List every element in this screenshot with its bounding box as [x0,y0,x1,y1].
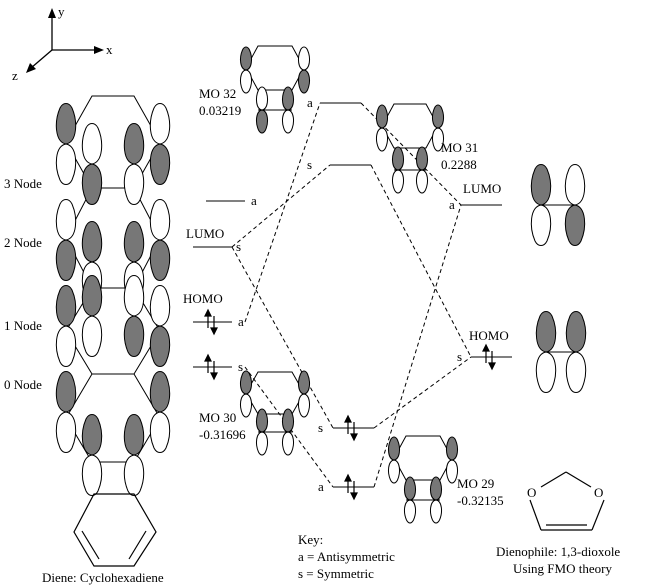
dienophile-caption-1: Dienophile: 1,3-dioxole [496,544,620,559]
complex-sym-mo30: s [318,420,323,435]
dioxole-atom-o-left: O [527,485,536,500]
mo29-name: MO 29 [457,476,494,491]
dienophile-sym-lumo: a [449,197,455,212]
diene-mo-1-node [55,275,171,367]
mo29-energy: -0.32135 [457,493,504,508]
diene-sym-homo: a [238,314,244,329]
axis-z-label: z [12,68,18,83]
node-label-3: 3 Node [4,176,42,191]
dienophile-homo-orbital [535,311,587,393]
mo29-orbital-image [387,435,459,524]
diene-caption: Diene: Cyclohexadiene [42,570,164,585]
complex-mo30-electrons [344,414,358,442]
diene-sym-a3: a [251,193,257,208]
mo31-name: MO 31 [441,140,478,155]
complex-sym-mo31: s [307,157,312,172]
mo31-energy: 0.2288 [441,157,477,172]
diene-sym-lumo: s [236,239,241,254]
cyclohexadiene-structure [73,493,157,567]
mo30-name: MO 30 [199,410,236,425]
dioxole-atom-o-right: O [594,485,603,500]
mo31-orbital-image [375,103,445,194]
mo32-energy: 0.03219 [199,103,241,118]
dienophile-homo-label: HOMO [469,328,509,343]
diene-mo0-electrons [204,353,218,381]
node-label-0: 0 Node [4,377,42,392]
node-label-1: 1 Node [4,318,42,333]
diene-energy-levels [193,200,245,368]
axes-indicator: y x z [12,4,113,83]
key-title: Key: [298,532,323,547]
diene-lumo-label: LUMO [186,226,224,241]
mo30-orbital-image [239,370,311,456]
complex-mo29-electrons [344,473,358,501]
dienophile-lumo-label: LUMO [463,181,501,196]
diene-homo-label: HOMO [183,291,223,306]
diene-homo-electrons [204,308,218,336]
dienophile-homo-electrons [482,343,496,371]
axis-y-label: y [58,4,65,19]
complex-energy-levels [320,102,374,488]
key-antisymmetric: a = Antisymmetric [298,549,395,564]
correlation-lines [231,102,472,488]
dienophile-caption-2: Using FMO theory [513,561,612,576]
dioxole-structure [529,471,605,531]
dienophile-lumo-orbital [530,164,586,246]
node-label-2: 2 Node [4,235,42,250]
mo32-orbital-image [239,45,311,134]
mo30-energy: -0.31696 [199,427,246,442]
diene-mo-3-node [55,103,171,205]
complex-sym-mo32: a [307,95,313,110]
key-symmetric: s = Symmetric [298,566,374,581]
diene-mo-0-node [55,371,171,496]
complex-sym-mo29: a [318,479,324,494]
mo32-name: MO 32 [199,86,236,101]
axis-x-label: x [106,42,113,57]
diene-orbital-stack [65,95,161,463]
dienophile-sym-homo: s [457,349,462,364]
diene-sym-mo0: s [238,359,243,374]
diene-mo-2-node [55,199,171,303]
